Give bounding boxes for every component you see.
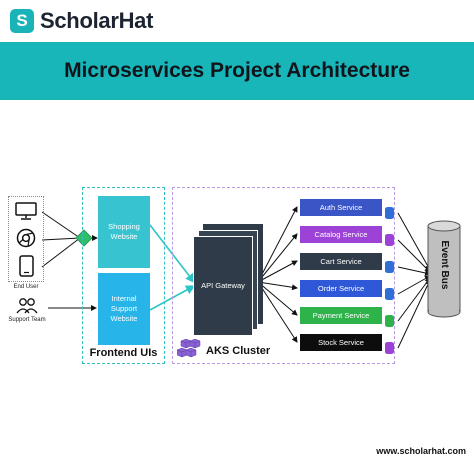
- aks-cluster-icon: [177, 339, 201, 358]
- people-icon: [16, 298, 38, 314]
- catalog-service-box: Catalog Service: [300, 226, 382, 243]
- monitor-icon: [15, 202, 37, 220]
- internal-support-website-tile: Internal Support Website: [98, 273, 150, 345]
- end-user-devices-group: [8, 196, 44, 282]
- aks-cluster-frame: [172, 187, 395, 364]
- shopping-website-tile: Shopping Website: [98, 196, 150, 268]
- end-user-label: End User: [13, 284, 39, 290]
- auth-service-box: Auth Service: [300, 199, 382, 216]
- event-bus-label: Event Bus: [439, 240, 450, 290]
- support-team-label: Support Team: [8, 317, 46, 323]
- diagram-title: Microservices Project Architecture: [64, 59, 410, 82]
- auth-db-icon: [385, 207, 394, 219]
- api-gateway-box: API Gateway: [193, 236, 253, 336]
- tablet-icon: [19, 255, 34, 277]
- catalog-db-icon: [385, 234, 394, 246]
- scholarhat-logo-icon: S: [10, 9, 34, 33]
- order-service-box: Order Service: [300, 280, 382, 297]
- brand-name: ScholarHat: [40, 8, 154, 33]
- payment-service-box: Payment Service: [300, 307, 382, 324]
- brand-bar: S ScholarHat: [0, 0, 474, 42]
- chrome-icon: [16, 228, 36, 248]
- frontend-uis-frame: [82, 187, 165, 364]
- event-bus-cylinder: [427, 220, 461, 318]
- cart-db-icon: [385, 261, 394, 273]
- title-band: [0, 42, 474, 100]
- footer-url: www.scholarhat.com: [376, 446, 466, 456]
- junction-node: [75, 229, 93, 247]
- cart-service-box: Cart Service: [300, 253, 382, 270]
- stock-db-icon: [385, 342, 394, 354]
- aks-cluster-label: AKS Cluster: [206, 345, 271, 357]
- stock-service-box: Stock Service: [300, 334, 382, 351]
- payment-db-icon: [385, 315, 394, 327]
- order-db-icon: [385, 288, 394, 300]
- frontend-uis-label: Frontend UIs: [89, 347, 158, 359]
